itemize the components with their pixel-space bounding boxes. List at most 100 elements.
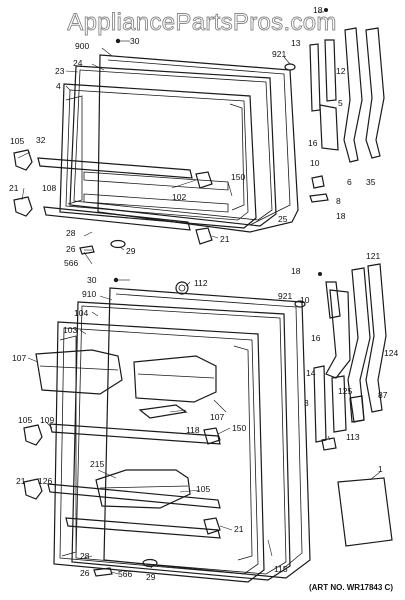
shelf-bracket-21-left <box>23 478 43 500</box>
label: 35 <box>366 177 376 187</box>
label: 25 <box>278 214 288 224</box>
label: 16 <box>311 333 321 343</box>
label: 26 <box>80 568 90 578</box>
label: 32 <box>36 135 46 145</box>
fresh-food-door-liner <box>53 321 265 583</box>
door-bin-215 <box>95 469 191 509</box>
callout-labels-top: 18 13 30 900 921 12 23 24 4 5 105 32 16 … <box>9 5 376 268</box>
freezer-door-assembly <box>13 8 385 255</box>
label: 10 <box>310 158 320 168</box>
label: 28 <box>66 228 76 238</box>
label: 105 <box>196 484 210 494</box>
hinge-10-bottom <box>325 281 341 319</box>
label: 6 <box>347 177 352 187</box>
fresh-food-outer-door <box>103 287 311 579</box>
callout-labels-bottom: 30 112 18 121 910 921 10 104 103 16 107 … <box>12 251 398 582</box>
label: 29 <box>146 572 156 582</box>
screw-30-bottom <box>113 277 119 283</box>
label: 18 <box>313 5 323 15</box>
watermark-text: AppliancePartsPros.com <box>67 9 336 36</box>
egg-tray-118 <box>138 404 188 419</box>
hinge-bracket-5 <box>319 104 339 151</box>
label: 566 <box>118 569 132 579</box>
label: 108 <box>42 183 56 193</box>
label: 18 <box>336 211 346 221</box>
shelf-bracket-21-right <box>203 517 221 535</box>
label: 21 <box>220 234 230 244</box>
shelf-bracket-105-left <box>23 424 43 446</box>
freezer-shelf-bar-upper <box>37 157 193 179</box>
label: 21 <box>234 524 244 534</box>
label: 8 <box>336 196 341 206</box>
shelf-bracket-left-upper <box>13 149 33 171</box>
label: 26 <box>66 244 76 254</box>
door-bin-107-left <box>35 349 123 395</box>
label: 14 <box>306 368 316 378</box>
screw-30 <box>115 38 121 44</box>
label: 115 <box>274 564 288 574</box>
label: 107 <box>210 412 224 422</box>
hinge-3 <box>349 395 365 423</box>
label: 125 <box>338 386 352 396</box>
label: 24 <box>73 58 83 68</box>
label: 21 <box>16 476 26 486</box>
label: 118 <box>186 425 200 435</box>
screw-18 <box>324 8 328 12</box>
panel-1 <box>337 477 393 547</box>
stop-10 <box>311 175 325 189</box>
freezer-door-liner <box>59 83 257 229</box>
plug-921 <box>284 63 296 71</box>
label: 105 <box>10 136 24 146</box>
shelf-bracket-150-right <box>203 427 221 445</box>
label: 104 <box>74 308 88 318</box>
label: 921 <box>278 291 292 301</box>
label: 107 <box>12 353 26 363</box>
label: 30 <box>87 275 97 285</box>
screw-8 <box>309 193 329 203</box>
hinge-arm-121-b <box>365 263 387 413</box>
label: 23 <box>55 66 65 76</box>
label: 150 <box>232 423 246 433</box>
screw-18-bottom <box>318 272 322 276</box>
plug-921-bottom <box>294 300 306 308</box>
shelf-bracket-right-upper <box>195 171 213 189</box>
shelf-bar-109 <box>49 423 221 445</box>
shelf-bar-126-lower <box>65 517 221 539</box>
plug-112 <box>175 281 189 295</box>
cam-26 <box>79 245 95 255</box>
leader-lines <box>17 11 381 575</box>
hinge-arm-121-a <box>347 267 371 423</box>
stop-113 <box>321 437 337 451</box>
label: 28 <box>80 551 90 561</box>
plug-29 <box>110 239 126 249</box>
label: 5 <box>338 98 343 108</box>
label: 126 <box>38 476 52 486</box>
door-bin-107-right <box>133 355 217 403</box>
label: 921 <box>272 49 286 59</box>
hinge-125 <box>331 375 347 433</box>
label: 21 <box>9 183 19 193</box>
hinge-pin-13 <box>309 43 321 112</box>
label: 566 <box>64 258 78 268</box>
label: 13 <box>291 38 301 48</box>
label: 30 <box>130 36 140 46</box>
label: 150 <box>231 172 245 182</box>
plug-29-bottom <box>142 558 158 568</box>
hinge-bracket-bottom <box>325 289 351 379</box>
hinge-pin-14 <box>313 365 327 443</box>
label: 3 <box>304 398 309 408</box>
label: 103 <box>63 325 77 335</box>
freezer-door-flange <box>107 59 291 226</box>
cam-26-bottom <box>93 567 113 577</box>
label: 12 <box>336 66 346 76</box>
freezer-shelf-bar-lower <box>43 206 191 231</box>
fresh-food-door-assembly <box>23 263 393 583</box>
hinge-12 <box>324 39 337 102</box>
art-number: (ART NO. WR17843 C) <box>309 583 393 592</box>
label: 87 <box>378 390 388 400</box>
label: 10 <box>300 295 310 305</box>
label: 1 <box>378 464 383 474</box>
hinge-arm-35 <box>365 27 385 159</box>
label: 215 <box>90 459 104 469</box>
